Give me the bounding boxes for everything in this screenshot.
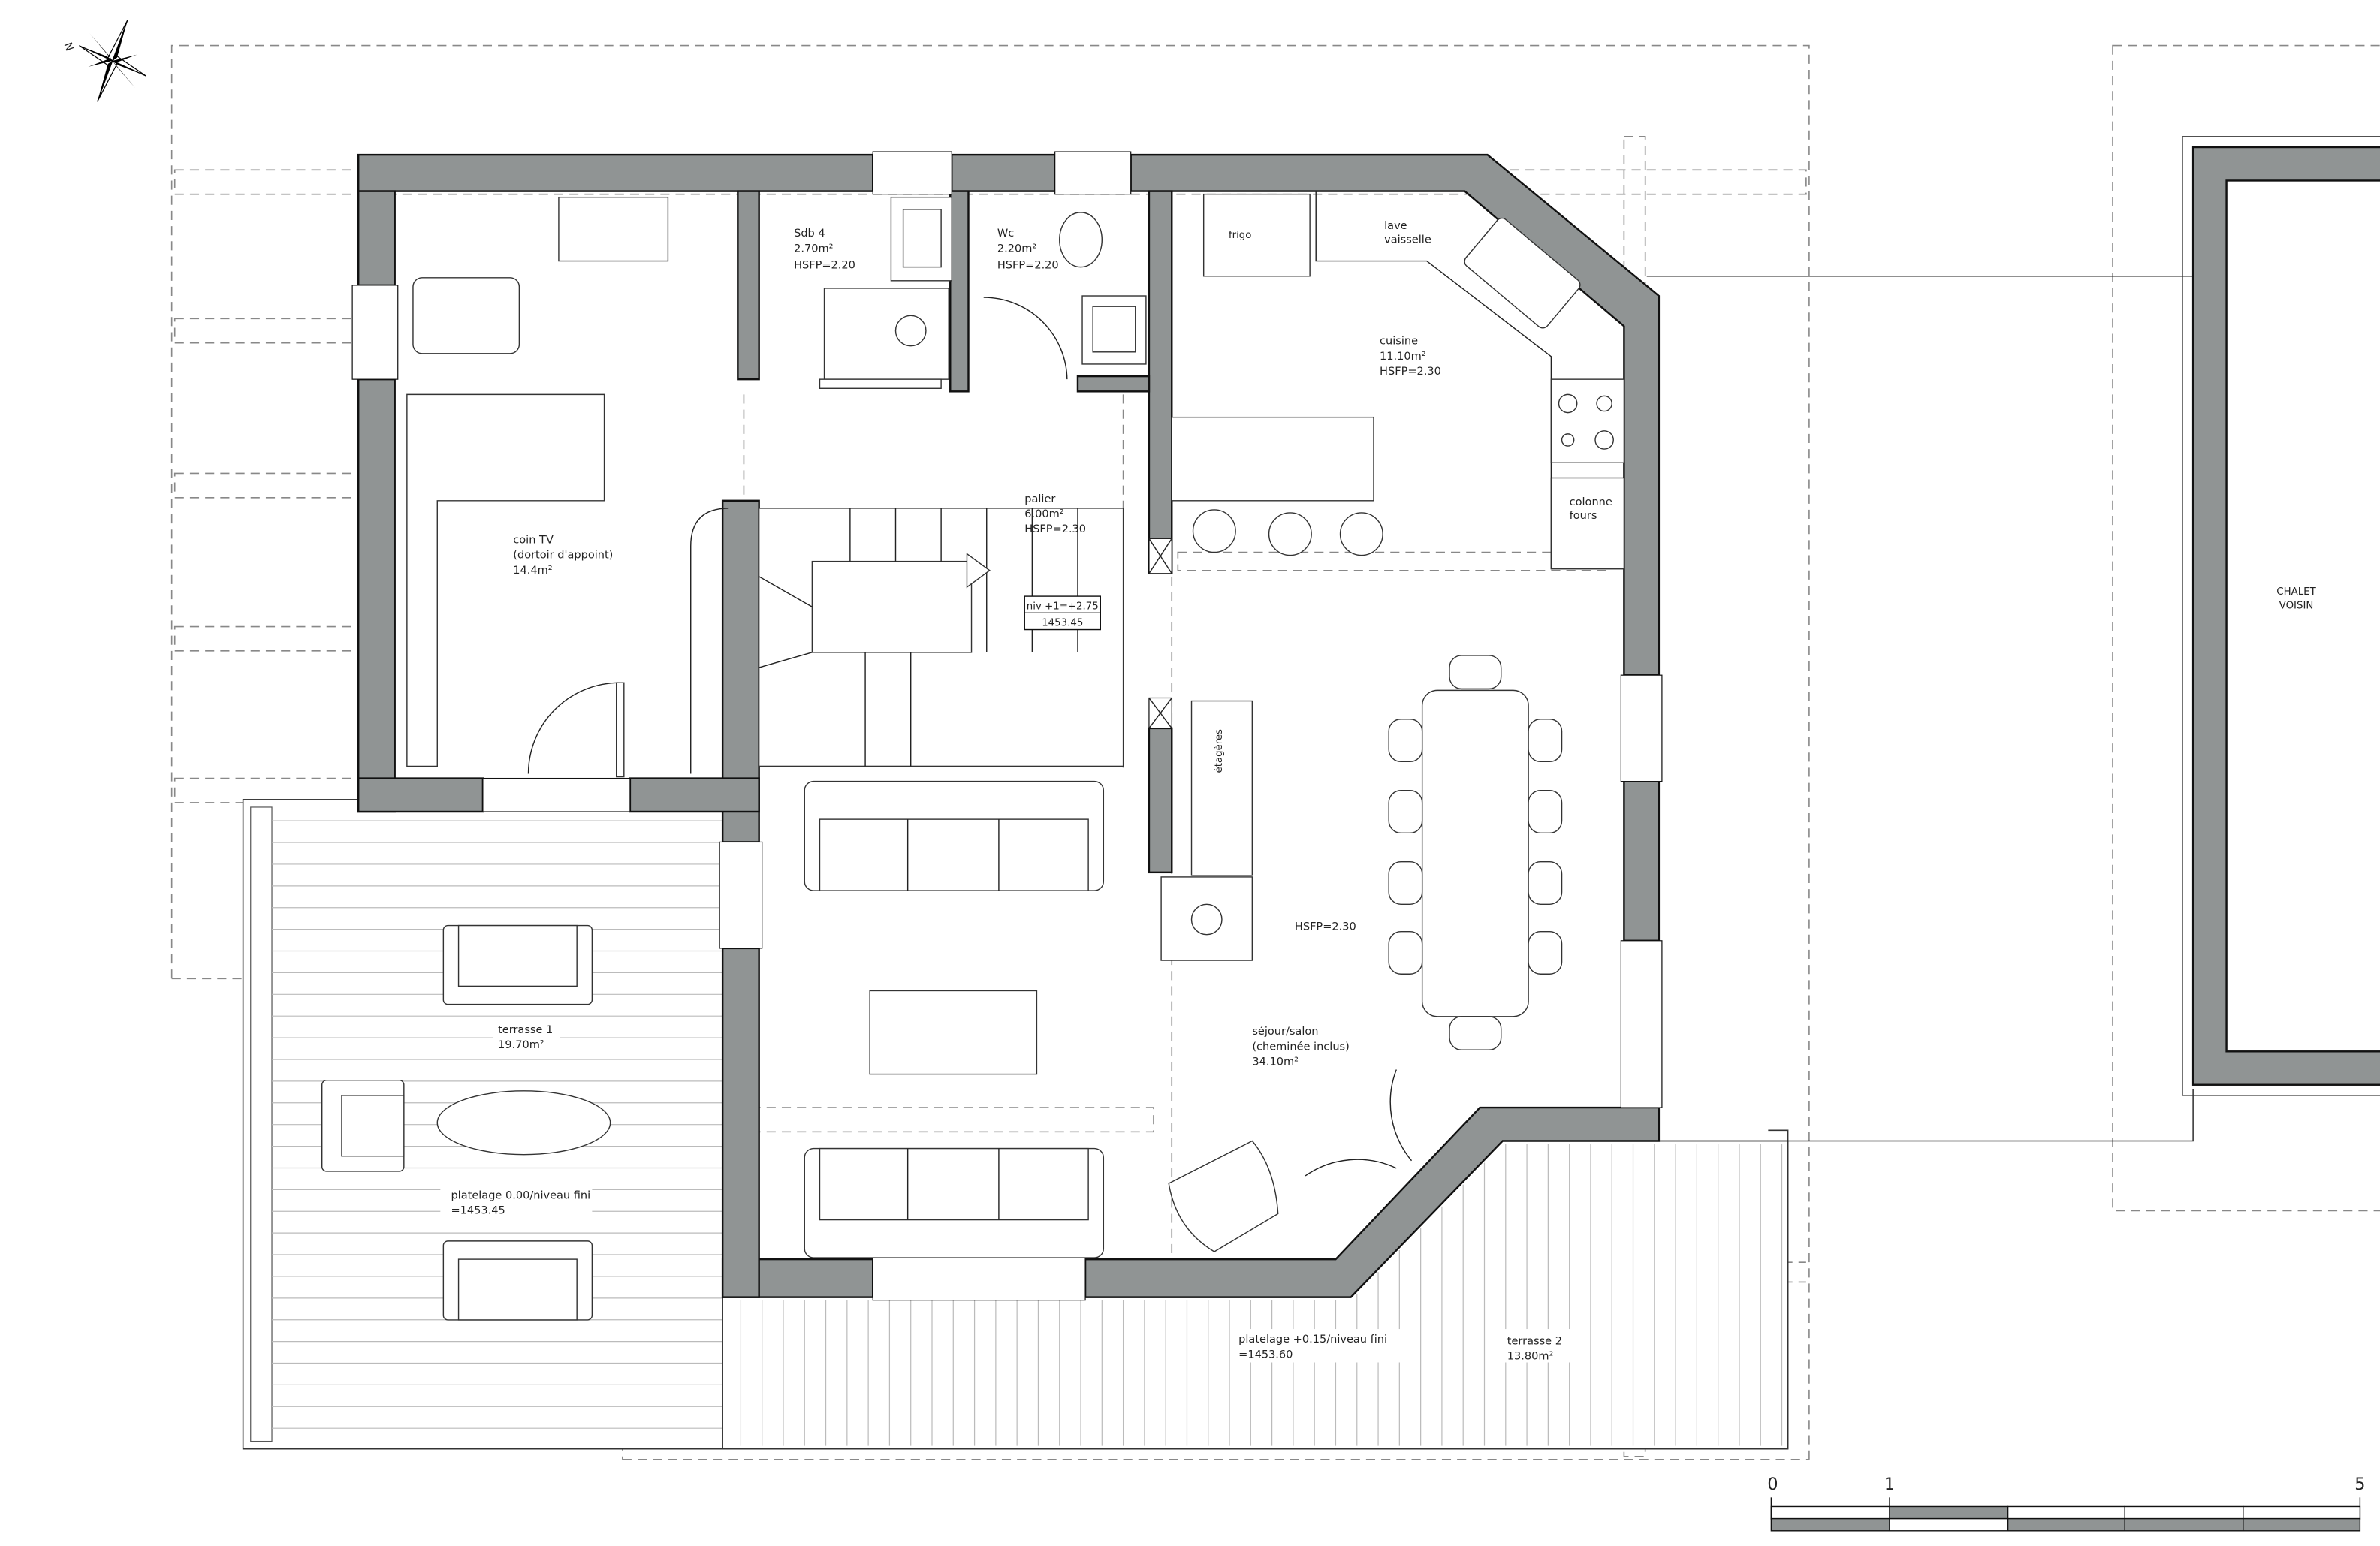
- scale-cell: [2124, 1505, 2244, 1520]
- living-furniture: [804, 655, 1563, 1258]
- bathroom-fixtures: [819, 196, 1147, 389]
- terrasse1-name: terrasse 1: [498, 1024, 553, 1036]
- cuisine-height: HSFP=2.30: [1380, 366, 1441, 378]
- frigo-label: frigo: [1229, 230, 1252, 241]
- scale-label-5: 5: [2354, 1475, 2365, 1494]
- scale-cell: [1889, 1517, 2009, 1532]
- terrasse1-deck-level: =1453.45: [451, 1204, 505, 1216]
- neighbor-chalet: CHALET VOISIN: [1646, 44, 2380, 1212]
- oven-label-2: fours: [1570, 510, 1597, 522]
- dining-chair: [1388, 719, 1423, 763]
- dishwasher-label-1: lave: [1384, 220, 1407, 232]
- shelves-label: étagères: [1213, 729, 1225, 773]
- terrasse2-deck-label: platelage +0.15/niveau fini: [1238, 1334, 1387, 1346]
- wc-area: 2.20m²: [997, 243, 1036, 255]
- room-labels: coin TV (dortoir d'appoint) 14.4m² Sdb 4…: [440, 220, 1612, 1363]
- staircase: [758, 508, 1124, 767]
- dining-chair: [1388, 860, 1423, 905]
- palier-height: HSFP=2.30: [1024, 523, 1086, 535]
- sdb4-area: 2.70m²: [794, 243, 833, 255]
- neighbor-label-line2: VOISIN: [2279, 600, 2314, 611]
- north-label: N: [61, 41, 75, 53]
- cuisine-name: cuisine: [1380, 336, 1418, 348]
- scale-label-0: 0: [1767, 1475, 1778, 1494]
- neighbor-label-line1: CHALET: [2276, 586, 2316, 598]
- cuisine-area: 11.10m²: [1380, 351, 1426, 363]
- altitude-label: 1453.45: [1042, 618, 1083, 629]
- scale-label-1: 1: [1884, 1475, 1895, 1494]
- scale-cell: [2007, 1517, 2125, 1532]
- dining-chair: [1388, 930, 1423, 975]
- dining-chair: [1528, 930, 1563, 975]
- dining-chair: [1528, 719, 1563, 763]
- dining-chair: [1449, 1016, 1502, 1050]
- dining-chair: [1388, 790, 1423, 834]
- palier-area: 6.00m²: [1024, 508, 1063, 520]
- sejour-height: HSFP=2.30: [1295, 921, 1356, 933]
- coin-tv-note: (dortoir d'appoint): [513, 550, 613, 562]
- wc-name: Wc: [997, 228, 1014, 240]
- scale-cell: [2007, 1505, 2125, 1520]
- sejour-note: (cheminée inclus): [1252, 1041, 1349, 1053]
- kitchen-fixtures: [1171, 191, 1625, 570]
- terrasse2-name: terrasse 2: [1507, 1335, 1562, 1347]
- coin-tv-name: coin TV: [513, 534, 554, 546]
- terrasse1-area: 19.70m²: [498, 1039, 544, 1051]
- scale-cell: [1770, 1505, 1890, 1520]
- sdb4-height: HSFP=2.20: [794, 260, 855, 272]
- terrasse2-deck-level: =1453.60: [1238, 1349, 1293, 1361]
- wc-height: HSFP=2.20: [997, 260, 1059, 272]
- level-marker: niv +1=+2.75 1453.45: [1024, 595, 1101, 631]
- coin-tv-area: 14.4m²: [513, 565, 552, 577]
- scale-cell: [1889, 1505, 2009, 1520]
- compass-rose-icon: N: [61, 19, 146, 102]
- scale-cell: [2124, 1517, 2244, 1532]
- scale-cell: [1770, 1517, 1890, 1532]
- palier-name: palier: [1024, 493, 1055, 505]
- scale-cell: [2243, 1505, 2361, 1520]
- oven-label-1: colonne: [1570, 496, 1612, 508]
- dishwasher-label-2: vaisselle: [1384, 234, 1431, 246]
- sdb4-name: Sdb 4: [794, 228, 825, 240]
- sejour-name: séjour/salon: [1252, 1026, 1318, 1038]
- terrasse1-deck-label: platelage 0.00/niveau fini: [451, 1189, 590, 1201]
- terrasse2-area: 13.80m²: [1507, 1350, 1554, 1362]
- dining-chair: [1528, 860, 1563, 905]
- level-label: niv +1=+2.75: [1027, 601, 1099, 612]
- terrasse-furniture: [321, 924, 611, 1321]
- sejour-area: 34.10m²: [1252, 1056, 1299, 1068]
- scale-bar: 0 1 5: [1767, 1475, 2365, 1532]
- scale-cell: [2243, 1517, 2361, 1532]
- dining-chair: [1449, 655, 1502, 690]
- dining-chair: [1528, 790, 1563, 834]
- coin-tv-furniture: [406, 196, 729, 778]
